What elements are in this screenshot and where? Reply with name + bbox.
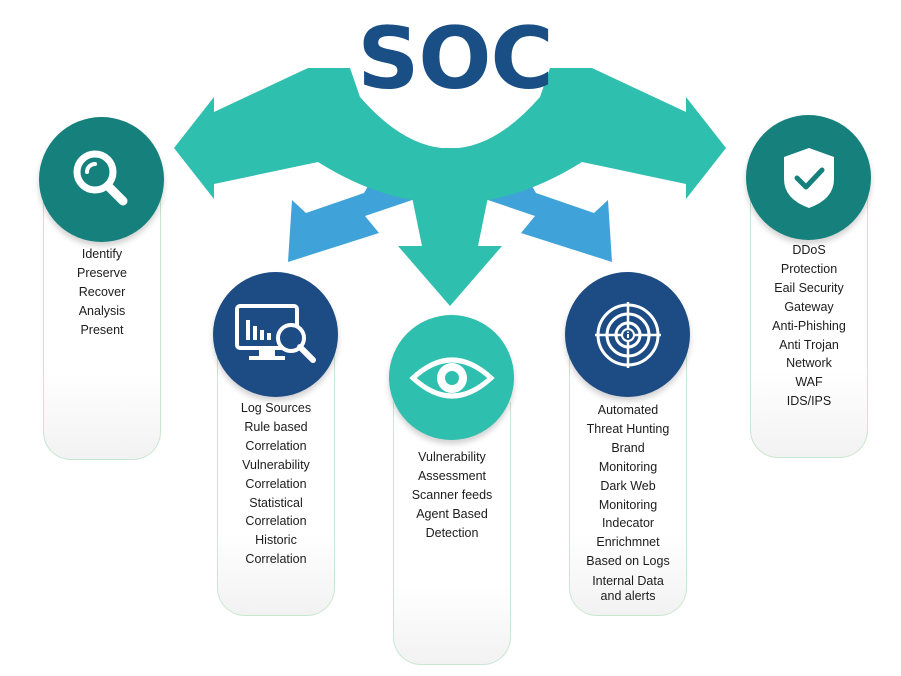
card-threat-intel: Automated Threat Hunting Brand Monitorin…: [569, 345, 687, 616]
card-siem-list: Log Sources Rule based Correlation Vulne…: [218, 399, 334, 569]
list-item: Vulnerability: [242, 457, 310, 472]
magnifier-icon: [73, 150, 127, 205]
shield-check-icon: [783, 147, 834, 208]
protection-badge: [746, 115, 871, 240]
threat-intel-badge: [565, 272, 690, 397]
list-item: Monitoring: [598, 459, 658, 474]
list-item: Agent Based: [416, 506, 488, 521]
card-protection-list: DDoS Protection Eail Security Gateway An…: [751, 241, 867, 411]
card-vulnerability-list: Vulnerability Assessment Scanner feeds A…: [394, 448, 510, 543]
list-item: Correlation: [245, 476, 307, 491]
list-item: Dark Web: [600, 478, 656, 493]
list-item: Correlation: [245, 552, 307, 567]
list-item: Protection: [780, 261, 838, 276]
arrow-band: [174, 68, 726, 204]
list-item: Correlation: [245, 514, 307, 529]
list-item: Automated: [597, 403, 659, 417]
list-item: Brand: [611, 440, 645, 455]
list-item: Network: [786, 356, 832, 371]
radar-target-icon: [594, 301, 661, 368]
list-item: Indecator: [601, 516, 655, 531]
list-item: Gateway: [784, 299, 834, 314]
list-item: Assessment: [417, 468, 487, 483]
diagram-title: SOC: [357, 9, 553, 109]
list-item: Based on Logs: [586, 554, 670, 569]
card-siem: Log Sources Rule based Correlation Vulne…: [217, 345, 335, 616]
card-vulnerability: Vulnerability Assessment Scanner feeds A…: [393, 402, 511, 665]
forensics-badge: [39, 117, 164, 242]
list-item: Scanner feeds: [411, 487, 493, 502]
list-item: Statistical: [249, 495, 303, 510]
vulnerability-badge: [389, 315, 514, 440]
list-item: WAF: [795, 375, 823, 390]
list-item: DDoS: [792, 243, 826, 257]
list-item: Vulnerability: [418, 450, 486, 464]
list-item: and alerts: [600, 589, 656, 604]
list-item: Rule based: [244, 419, 308, 434]
list-item: IDS/IPS: [786, 394, 832, 409]
list-item: Log Sources: [240, 401, 312, 415]
list-item: Threat Hunting: [586, 421, 670, 436]
list-item: Present: [80, 322, 124, 337]
eye-icon: [408, 357, 495, 398]
list-item: Correlation: [245, 438, 307, 453]
siem-badge: [213, 272, 338, 397]
list-item: Identify: [81, 247, 123, 261]
list-item: Monitoring: [598, 497, 658, 512]
list-item: Preserve: [76, 265, 128, 280]
list-item: Analysis: [78, 303, 126, 318]
list-item: Enrichmnet: [596, 535, 660, 550]
list-item: Detection: [425, 525, 479, 540]
list-item: Anti-Phishing: [772, 318, 846, 333]
card-forensics-list: Identify Preserve Recover Analysis Prese…: [44, 245, 160, 340]
monitor-analytics-icon: [234, 303, 316, 363]
list-item: Internal Data: [592, 574, 664, 589]
list-item: Anti Trojan: [779, 337, 839, 352]
list-item: Recover: [78, 284, 126, 299]
list-item: Eail Security: [774, 280, 844, 295]
list-item: Historic: [255, 533, 297, 548]
card-threat-intel-list: Automated Threat Hunting Brand Monitorin…: [570, 401, 686, 604]
